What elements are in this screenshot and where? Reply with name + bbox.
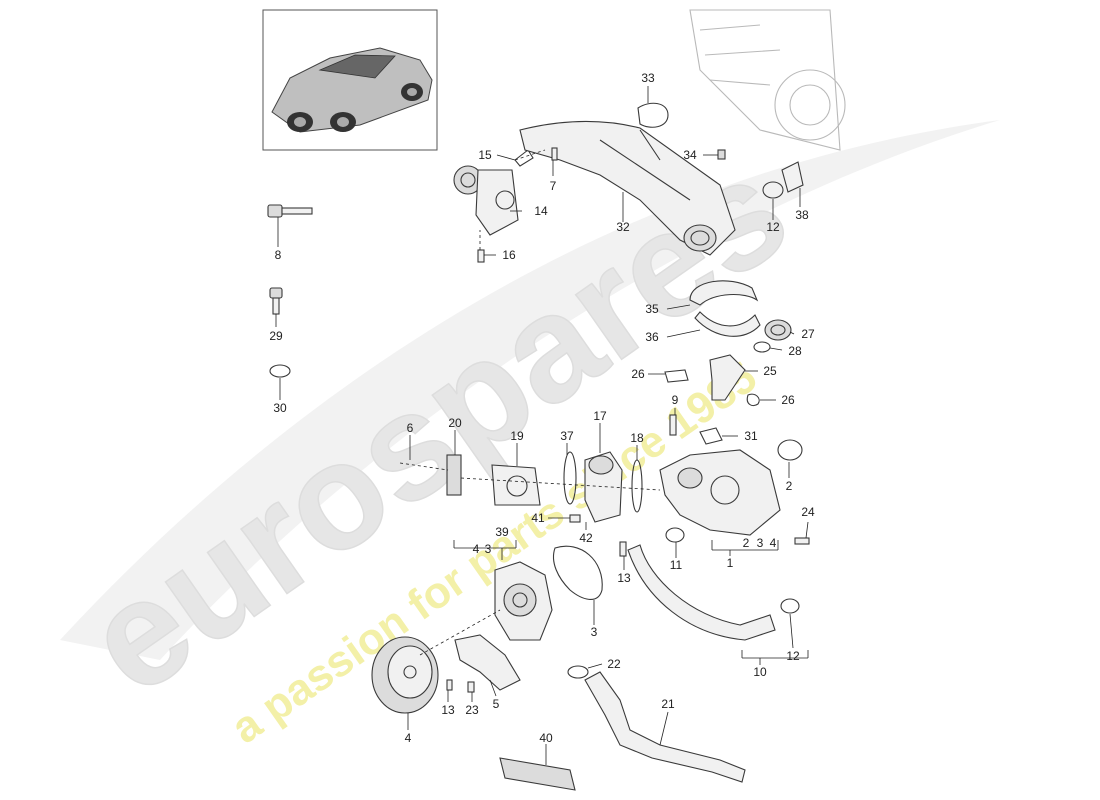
bolt-9	[669, 414, 677, 436]
sensor-41	[569, 514, 581, 523]
engine-background-sketch	[689, 9, 846, 151]
callout-16: 16	[502, 248, 516, 262]
seal-26-left	[664, 369, 689, 383]
coolant-pipe-21	[584, 671, 746, 783]
callout-20: 20	[448, 416, 462, 430]
thermostat-19	[491, 464, 541, 506]
callout-30: 30	[273, 401, 287, 415]
leader-lines	[275, 86, 809, 765]
bolt-13-lower	[446, 679, 453, 691]
callout-26-second: 26	[781, 393, 795, 407]
bracket-35	[689, 280, 761, 337]
callout-13-second: 13	[441, 703, 455, 717]
vehicle-thumbnail	[262, 9, 438, 151]
callout-12-second: 12	[786, 649, 800, 663]
pulley-4	[371, 636, 439, 714]
callout-1-sub-3: 3	[757, 536, 764, 550]
callout-1-sub-4: 4	[770, 536, 777, 550]
callout-35: 35	[645, 302, 659, 316]
callout-3: 3	[591, 625, 598, 639]
callout-13: 13	[617, 571, 631, 585]
callout-38: 38	[795, 208, 809, 222]
callout-15: 15	[478, 148, 492, 162]
callout-5: 5	[493, 697, 500, 711]
callout-34: 34	[683, 148, 697, 162]
callout-17: 17	[593, 409, 607, 423]
thermostat-insert-20	[446, 454, 462, 496]
bolt-7	[551, 147, 558, 161]
callout-22: 22	[607, 657, 621, 671]
clamp-12-lower	[780, 598, 800, 614]
screw-34	[717, 149, 726, 160]
callout-11: 11	[670, 558, 683, 572]
gasket-38	[781, 161, 804, 193]
callout-32: 32	[616, 220, 630, 234]
watermark: eurospares a passion for parts since 198…	[56, 120, 1000, 753]
callout-2: 2	[786, 479, 793, 493]
bolt-8	[267, 204, 313, 218]
callout-23: 23	[465, 703, 479, 717]
heat-shield-5	[454, 634, 521, 691]
callout-21: 21	[661, 697, 675, 711]
seal-ring-30	[269, 364, 291, 378]
callout-31: 31	[744, 429, 758, 443]
water-pump-39	[494, 561, 553, 641]
bolt-24	[794, 537, 810, 545]
callout-37: 37	[560, 429, 574, 443]
clip-31	[699, 427, 723, 445]
car-illustration	[271, 47, 433, 133]
callout-39-sub-4: 4	[473, 542, 480, 556]
thermostat-cover-17	[584, 451, 623, 523]
callout-6: 6	[407, 421, 414, 435]
coolant-manifold-32	[519, 120, 736, 256]
callout-41: 41	[531, 511, 545, 525]
gasket-33	[637, 102, 669, 128]
callout-36: 36	[645, 330, 659, 344]
clamp-22	[567, 665, 589, 679]
callout-24: 24	[801, 505, 815, 519]
thermostat-housing-14	[453, 165, 519, 236]
seal-12	[762, 181, 784, 199]
watermark-swoosh	[60, 120, 1000, 660]
bolt-29	[269, 287, 283, 315]
callout-8: 8	[275, 248, 282, 262]
coolant-hose-10	[627, 544, 776, 641]
callout-9: 9	[672, 393, 679, 407]
callout-1-sub-2: 2	[743, 536, 750, 550]
callout-39: 39	[495, 525, 509, 539]
callout-28: 28	[788, 344, 802, 358]
callout-29: 29	[269, 329, 283, 343]
gasket-3	[552, 545, 603, 600]
callout-4: 4	[405, 731, 412, 745]
callout-39-sub-3: 3	[485, 542, 492, 556]
elbow-pipe-25	[709, 354, 746, 401]
callout-12: 12	[766, 220, 780, 234]
callout-14: 14	[534, 204, 548, 218]
connector-27	[764, 319, 792, 341]
o-ring-37	[563, 451, 577, 505]
seal-26-right	[746, 393, 760, 407]
bolt-23	[467, 681, 475, 693]
callout-25: 25	[763, 364, 777, 378]
callout-40: 40	[539, 731, 553, 745]
seal-15	[514, 149, 534, 167]
callout-26: 26	[631, 367, 645, 381]
callout-27: 27	[801, 327, 815, 341]
callout-33: 33	[641, 71, 655, 85]
clamp-11	[665, 527, 685, 543]
bolt-16	[477, 249, 485, 263]
callout-1: 1	[727, 556, 734, 570]
o-ring-28	[753, 341, 771, 353]
callout-labels: 33 15 7 34 14 32 12 38 16 8 29 30 35 36 …	[269, 71, 815, 745]
callout-42: 42	[579, 531, 593, 545]
protective-sleeve-40	[499, 757, 576, 791]
callout-10: 10	[753, 665, 767, 679]
clamp-2	[777, 439, 803, 461]
callout-19: 19	[510, 429, 524, 443]
callout-18: 18	[630, 431, 644, 445]
callout-7: 7	[550, 179, 557, 193]
bolt-13	[619, 541, 627, 557]
water-pump-housing-1	[659, 449, 781, 536]
